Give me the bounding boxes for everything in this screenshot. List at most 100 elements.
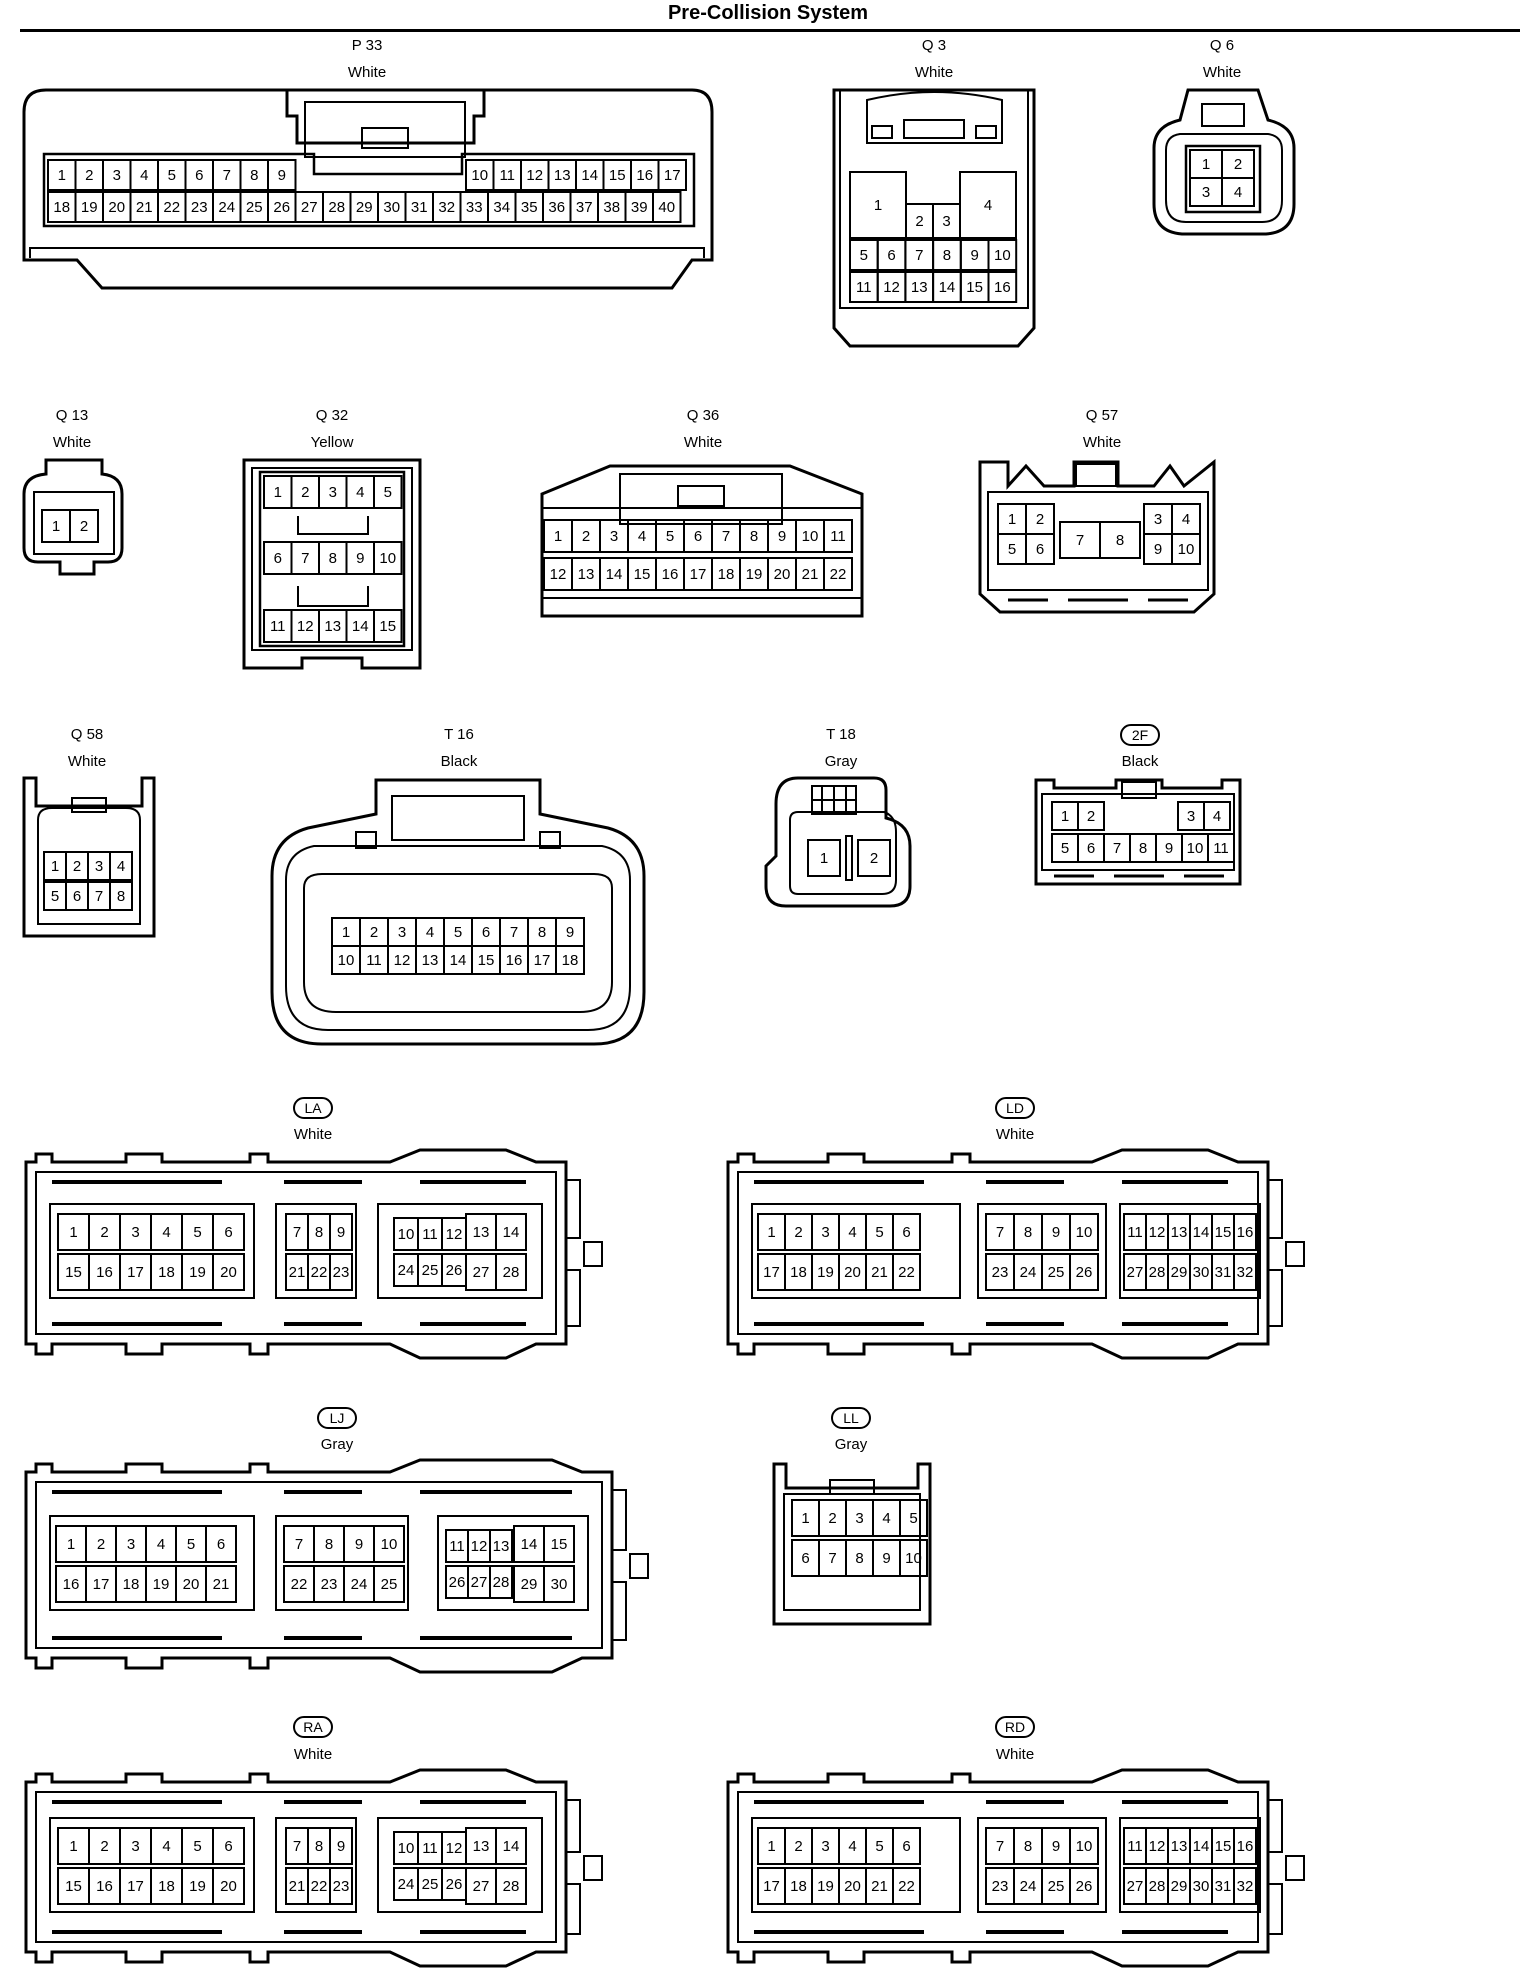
pin-number: 18 [562, 952, 579, 969]
pin-cell [329, 1213, 353, 1251]
pin-number: 9 [1165, 840, 1173, 857]
pin-number: 38 [603, 199, 620, 216]
pin-number: 6 [1087, 840, 1095, 857]
pin-number: 7 [301, 550, 309, 567]
pin-number: 17 [127, 1878, 144, 1895]
pin-number: 15 [551, 1536, 568, 1553]
pin-number: 27 [1127, 1264, 1144, 1281]
pin-number: 3 [113, 167, 121, 184]
pin-number: 8 [538, 924, 546, 941]
pin-number: 4 [426, 924, 434, 941]
pin-number: 19 [746, 566, 763, 583]
q6-code: Q 6 [1209, 37, 1235, 54]
pin-number: 4 [1213, 808, 1221, 825]
pin-number: 8 [315, 1838, 323, 1855]
t18-color: Gray [824, 753, 858, 770]
pin-number: 30 [551, 1576, 568, 1593]
pin-number: 5 [875, 1224, 883, 1241]
pin-number: 17 [664, 167, 681, 184]
pin-number: 13 [554, 167, 571, 184]
pin-cell [212, 1213, 245, 1251]
ra-code: RA [293, 1716, 333, 1738]
pin-number: 28 [1149, 1264, 1166, 1281]
q57-code: Q 57 [1085, 407, 1119, 424]
pin-cell [823, 557, 853, 591]
pin-number: 15 [65, 1878, 82, 1895]
pin-number: 24 [1020, 1878, 1037, 1895]
ld-code: LD [995, 1097, 1035, 1119]
pin-number: 14 [581, 167, 598, 184]
pin-number: 6 [274, 550, 282, 567]
pin-number: 28 [328, 199, 345, 216]
pin-number: 27 [473, 1878, 490, 1895]
pin-number: 28 [503, 1878, 520, 1895]
pin-number: 32 [1237, 1264, 1254, 1281]
pin-number: 15 [1215, 1838, 1232, 1855]
pin-number: 6 [224, 1224, 232, 1241]
pin-number: 5 [168, 167, 176, 184]
pin-number: 4 [1234, 184, 1242, 201]
pin-cell [329, 1867, 353, 1905]
pin-number: 10 [1187, 840, 1204, 857]
pin-number: 18 [790, 1878, 807, 1895]
pin-number: 13 [911, 279, 928, 296]
pin-number: 7 [1076, 532, 1084, 549]
pin-number: 14 [1193, 1224, 1210, 1241]
pin-number: 16 [1237, 1838, 1254, 1855]
pin-number: 22 [311, 1264, 328, 1281]
pin-number: 4 [1182, 511, 1190, 528]
pin-number: 1 [767, 1224, 775, 1241]
pin-number: 3 [398, 924, 406, 941]
pin-cell [373, 609, 403, 643]
pin-number: 2 [1234, 156, 1242, 173]
pin-cell [373, 1525, 405, 1563]
pin-number: 6 [482, 924, 490, 941]
pin-number: 8 [315, 1224, 323, 1241]
pin-number: 15 [609, 167, 626, 184]
pin-number: 25 [422, 1262, 439, 1279]
pin-number: 25 [1048, 1264, 1065, 1281]
ra-body [24, 1768, 603, 1968]
pin-number: 23 [992, 1878, 1009, 1895]
pin-cell [652, 191, 682, 223]
pin-number: 6 [195, 167, 203, 184]
pin-number: 11 [449, 1538, 465, 1555]
pin-number: 11 [1127, 1838, 1143, 1855]
pin-number: 16 [662, 566, 679, 583]
pin-number: 5 [1061, 840, 1069, 857]
pin-number: 5 [1008, 541, 1016, 558]
pin-number: 5 [51, 888, 59, 905]
pin-number: 18 [53, 199, 70, 216]
q13-color: White [52, 434, 92, 451]
pin-cell [1233, 1253, 1257, 1291]
pin-cell [495, 1213, 527, 1251]
pin-cell [212, 1867, 245, 1905]
pin-cell [657, 159, 687, 191]
pin-number: 9 [356, 550, 364, 567]
pin-number: 21 [213, 1576, 230, 1593]
pin-number: 2 [370, 924, 378, 941]
pin-number: 24 [398, 1262, 415, 1279]
c2f-color: Black [1121, 753, 1159, 770]
pin-number: 14 [939, 279, 956, 296]
pin-cell [1171, 533, 1201, 565]
pin-number: 26 [1076, 1264, 1093, 1281]
pin-cell [495, 1253, 527, 1291]
pin-cell [373, 1565, 405, 1603]
pin-number: 8 [1139, 840, 1147, 857]
pin-number: 6 [1036, 541, 1044, 558]
pin-cell [329, 1253, 353, 1291]
pin-number: 10 [471, 167, 488, 184]
pin-number: 14 [503, 1224, 520, 1241]
pin-cell [212, 1253, 245, 1291]
pin-number: 3 [610, 528, 618, 545]
pin-number: 6 [902, 1838, 910, 1855]
pin-number: 12 [446, 1840, 463, 1857]
pin-number: 16 [1237, 1224, 1254, 1241]
